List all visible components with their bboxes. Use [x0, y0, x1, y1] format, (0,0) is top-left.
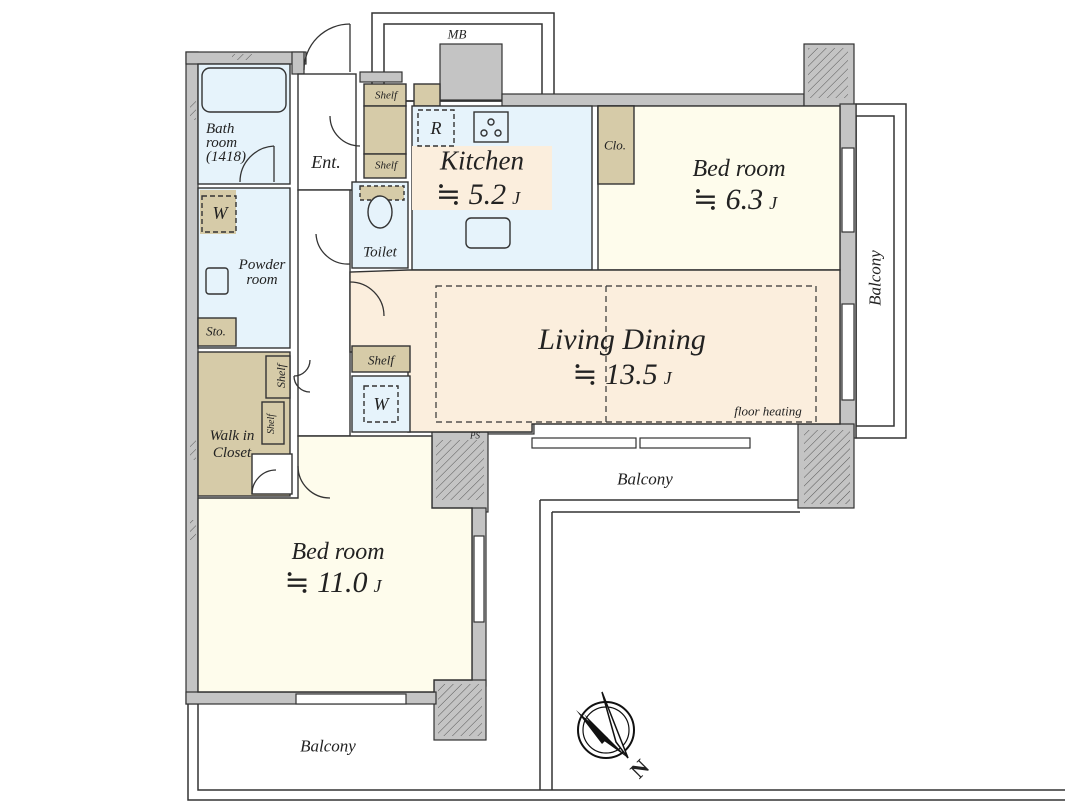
- closet-label: Clo.: [603, 137, 627, 153]
- living-dining-label: Living Dining: [538, 323, 706, 356]
- balcony-east-label: Balcony: [865, 250, 885, 306]
- washer-space-1: [200, 190, 236, 234]
- kitchen-label: Kitchen: [440, 145, 524, 176]
- wall-hatches: [190, 48, 850, 736]
- bedroom-small-label: Bed room: [692, 156, 786, 182]
- compass-icon: [576, 691, 635, 759]
- entrance-label: Ent.: [311, 152, 341, 172]
- windows: [295, 147, 855, 705]
- shelf-label-4: Shelf: [274, 364, 288, 388]
- mb-label: MB: [447, 26, 467, 42]
- bedroom-large-label: Bed room: [291, 539, 385, 565]
- ps-label: PS: [470, 430, 480, 441]
- kitchen-sink: [465, 217, 511, 249]
- balcony-west-label: Balcony: [300, 736, 356, 756]
- bedroom-large-floor: [197, 435, 473, 693]
- corridor-floor: [297, 189, 351, 437]
- sink: [205, 267, 229, 295]
- shelf-label-3: Shelf: [368, 352, 394, 368]
- rooms: [197, 63, 841, 693]
- shelf-label-2: Shelf: [375, 159, 397, 172]
- entrance-floor: [297, 73, 357, 191]
- floor-heating-note: floor heating: [734, 403, 802, 419]
- refrigerator-space: [417, 109, 455, 147]
- shelf-label-1: Shelf: [375, 89, 397, 102]
- storage: [197, 317, 237, 347]
- balcony-outlines: [187, 12, 1065, 801]
- washer-label-1: W: [212, 203, 228, 223]
- toilet-label: Toilet: [363, 244, 397, 261]
- refrigerator-label: R: [430, 118, 442, 138]
- toilet-bowl: [367, 195, 393, 229]
- shelf-label-5: Shelf: [266, 414, 277, 434]
- storage-label: Sto.: [206, 323, 226, 339]
- living-dining-floor: [349, 269, 841, 433]
- balcony-south-label: Balcony: [617, 469, 673, 489]
- stove: [473, 111, 509, 143]
- washer-label-2: W: [373, 394, 389, 414]
- bathtub: [201, 67, 287, 113]
- door-swings: [239, 23, 385, 499]
